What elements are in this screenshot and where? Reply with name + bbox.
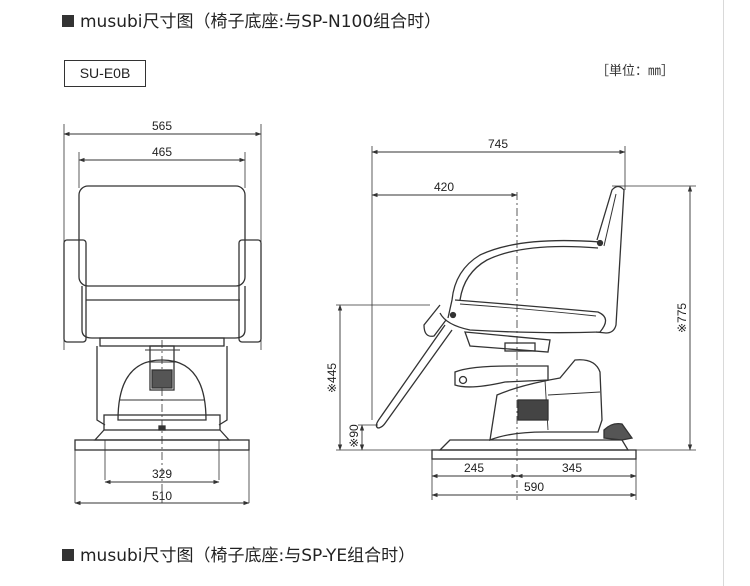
side-view [336, 146, 696, 500]
dim-base-rear: 345 [562, 461, 582, 475]
unit-label: ［単位：㎜］ [596, 64, 675, 79]
dim-overall-depth: 745 [488, 137, 508, 151]
dim-seat-width: 465 [152, 145, 172, 159]
right-divider [723, 0, 724, 586]
heading-text: musubi尺寸图（椅子底座:与SP-N100组合时） [80, 12, 442, 32]
dim-overall-height: ※775 [675, 303, 689, 333]
dim-base-width: 510 [152, 489, 172, 503]
square-bullet-icon [62, 549, 74, 561]
dim-footrest-height: ※90 [347, 424, 361, 448]
section-heading-ye: musubi尺寸图（椅子底座:与SP-YE组合时） [62, 545, 415, 567]
section-heading-n100: musubi尺寸图（椅子底座:与SP-N100组合时） [62, 11, 441, 33]
heading-text: musubi尺寸图（椅子底座:与SP-YE组合时） [80, 546, 416, 566]
dim-base-front: 245 [464, 461, 484, 475]
dim-overall-width: 565 [152, 119, 172, 133]
dim-base-depth: 590 [524, 480, 544, 494]
square-bullet-icon [62, 15, 74, 27]
dim-column-base: 329 [152, 467, 172, 481]
dim-seat-depth: 420 [434, 180, 454, 194]
front-view [63, 124, 262, 506]
dim-seat-height: ※445 [325, 363, 339, 393]
model-code-box: SU-E0B [64, 60, 146, 87]
